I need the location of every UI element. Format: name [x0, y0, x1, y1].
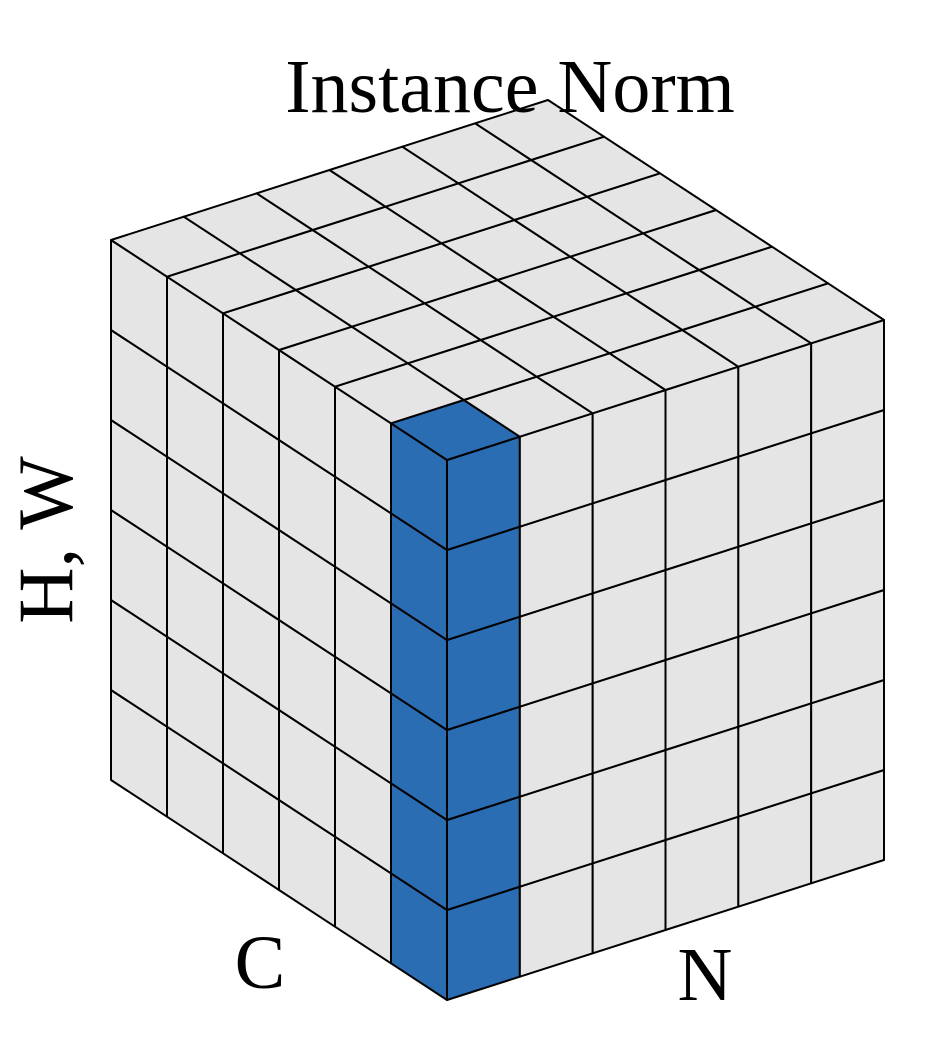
right-axis-label: N	[678, 933, 733, 1017]
top-face-cell	[474, 99, 605, 161]
cube-cells-layer	[110, 99, 885, 1001]
vertical-axis-label: H, W	[2, 456, 89, 624]
left-axis-label: C	[235, 921, 286, 1005]
diagram-title: Instance Norm	[285, 45, 735, 129]
